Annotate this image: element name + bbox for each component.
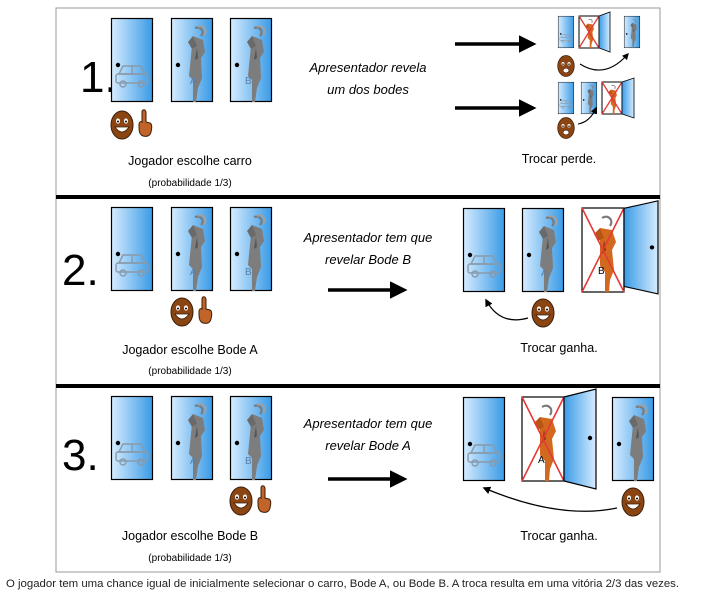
door-letter: A — [541, 268, 548, 279]
door-letter: A — [190, 76, 197, 87]
player-face-icon — [557, 55, 575, 77]
result-label: Trocar ganha. — [520, 529, 597, 543]
host-action-line-1: Apresentador revela — [308, 60, 426, 75]
player-face-icon — [621, 487, 645, 517]
player-face-icon — [170, 297, 194, 327]
probability-label: (probabilidade 1/3) — [148, 553, 231, 564]
player-label: Jogador escolhe carro — [128, 154, 252, 168]
door-letter: B — [245, 456, 252, 467]
row-1: 1. A B Jogador escolhe carro (probabilid… — [80, 11, 641, 189]
probability-label: (probabilidade 1/3) — [148, 366, 231, 377]
host-action-line-2: revelar Bode A — [325, 438, 411, 453]
player-label: Jogador escolhe Bode A — [122, 343, 258, 357]
host-action-line-2: um dos bodes — [327, 82, 409, 97]
host-action-line-1: Apresentador tem que — [303, 230, 433, 245]
door-1-result — [462, 396, 506, 482]
door-letter: A — [190, 267, 197, 278]
row-number: 3. — [62, 431, 99, 480]
door-letter: A — [538, 455, 545, 466]
result-label: Trocar ganha. — [520, 341, 597, 355]
door-1 — [110, 206, 154, 292]
open-door-panel — [623, 200, 659, 295]
result-label: Trocar perde. — [522, 152, 597, 166]
player-label: Jogador escolhe Bode B — [122, 529, 258, 543]
switch-arrow-icon — [485, 298, 529, 321]
switch-arrow-icon — [579, 53, 629, 71]
door-letter: B — [245, 267, 252, 278]
switch-arrow-icon — [577, 106, 597, 125]
row-number: 2. — [62, 246, 99, 295]
row-2: 2. A B Jogador escolhe Bode A (probabili… — [62, 200, 659, 377]
mini-scenario-reveal-b — [557, 11, 641, 77]
player-face-icon — [229, 486, 253, 516]
door-1 — [110, 395, 154, 481]
host-action-line-2: revelar Bode B — [325, 252, 411, 267]
door-1-result — [462, 207, 506, 293]
door-1 — [110, 17, 154, 103]
probability-label: (probabilidade 1/3) — [148, 178, 231, 189]
revealed-door-a: A — [521, 388, 597, 490]
player-face-icon — [557, 117, 575, 139]
switch-arrow-icon — [482, 486, 618, 512]
open-door-panel — [563, 388, 597, 490]
door-letter: A — [190, 456, 197, 467]
row-number: 1. — [80, 53, 117, 102]
mini-scenario-reveal-a — [557, 77, 635, 139]
cross-out-icon — [521, 396, 565, 482]
player-face-icon — [531, 298, 555, 328]
revealed-door-b: B — [581, 200, 659, 295]
row-3: 3. A B Jogador escolhe Bode B (probabili… — [62, 388, 655, 564]
cross-out-icon — [581, 207, 625, 293]
player-face-icon — [110, 110, 134, 140]
figure-caption: O jogador tem uma chance igual de inicia… — [6, 578, 680, 590]
host-action-line-1: Apresentador tem que — [303, 416, 433, 431]
door-letter: B — [245, 76, 252, 87]
door-letter: B — [598, 266, 605, 277]
